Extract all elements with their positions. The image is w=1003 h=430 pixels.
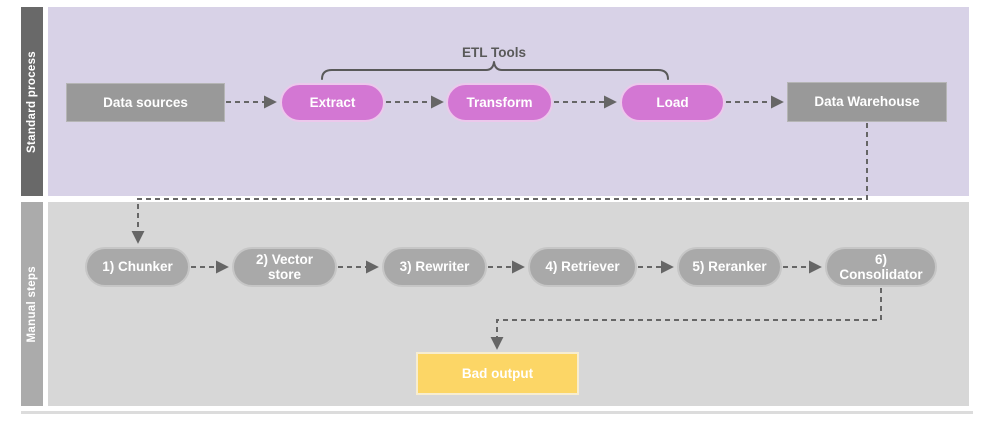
node-load: Load [620, 83, 725, 122]
lane-standard-process-label: Standard process [26, 50, 38, 153]
lane-manual-steps-bar: Manual steps [21, 202, 43, 406]
node-reranker: 5) Reranker [677, 247, 782, 287]
etl-tools-label: ETL Tools [462, 45, 526, 60]
node-chunker: 1) Chunker [85, 247, 190, 287]
node-consolidator: 6) Consolidator [825, 247, 937, 287]
node-data-sources: Data sources [66, 83, 225, 122]
node-rewriter: 3) Rewriter [382, 247, 487, 287]
node-extract: Extract [280, 83, 385, 122]
node-vector-store: 2) Vector store [232, 247, 337, 287]
node-bad-output: Bad output [416, 352, 579, 395]
node-data-warehouse: Data Warehouse [787, 82, 947, 122]
lane-standard-process-bar: Standard process [21, 7, 43, 196]
lane-manual-steps-label: Manual steps [26, 265, 38, 343]
bottom-divider-line [21, 411, 973, 414]
node-retriever: 4) Retriever [528, 247, 637, 287]
node-transform: Transform [446, 83, 553, 122]
